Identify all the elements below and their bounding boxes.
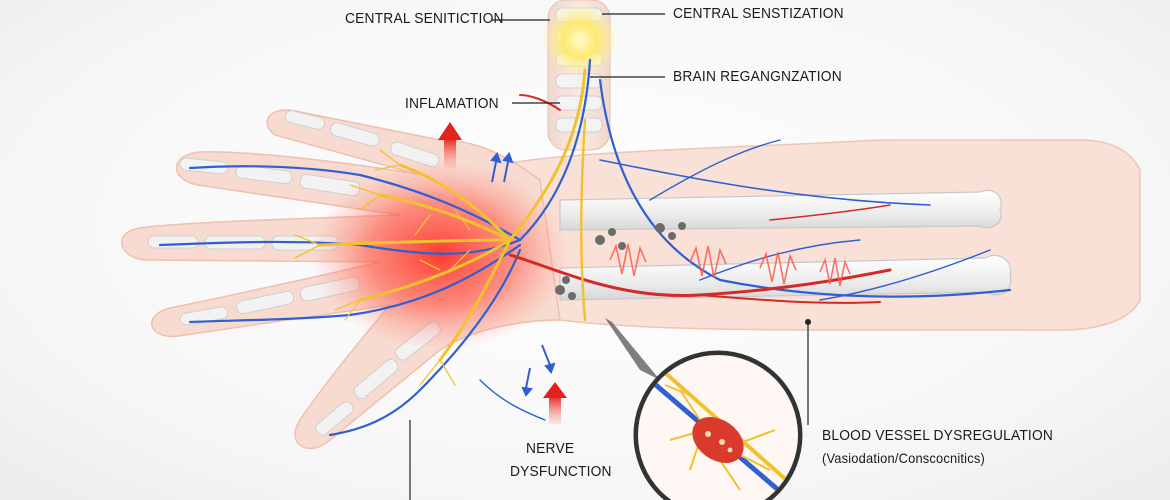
leader-lines xyxy=(409,13,809,500)
sensitization-glow xyxy=(542,2,618,78)
nerves xyxy=(294,68,587,386)
central-sensitization-label-left: CENTRAL SENITICTION xyxy=(345,10,504,27)
blood-vessel-dysregulation-subtitle: (Vasiodation/Conscocnitics) xyxy=(822,450,985,466)
bone-spots xyxy=(555,222,686,300)
blood-vessel-dysregulation-title: BLOOD VESSEL DYSREGULATION xyxy=(822,427,1054,444)
pain-waves xyxy=(609,243,851,287)
nerve-arrow-icon xyxy=(543,382,567,424)
brain-reorganization-label: BRAIN REGANGNZATION xyxy=(673,68,842,85)
forearm xyxy=(469,139,1141,331)
inflammation-label: INFLAMATION xyxy=(405,95,499,112)
zoom-callout-icon xyxy=(605,318,803,500)
inflammation-arrow-icon xyxy=(438,122,462,168)
central-sensitization-label-right: CENTRAL SENSTIZATION xyxy=(673,5,844,22)
nerve-dysfunction-label-line1: NERVE xyxy=(526,440,575,457)
flow-arrows-icon xyxy=(490,152,556,397)
veins xyxy=(158,58,1012,437)
nerve-dysfunction-label-line2: DYSFUNCTION xyxy=(510,463,612,480)
inflammation-area xyxy=(310,160,570,350)
